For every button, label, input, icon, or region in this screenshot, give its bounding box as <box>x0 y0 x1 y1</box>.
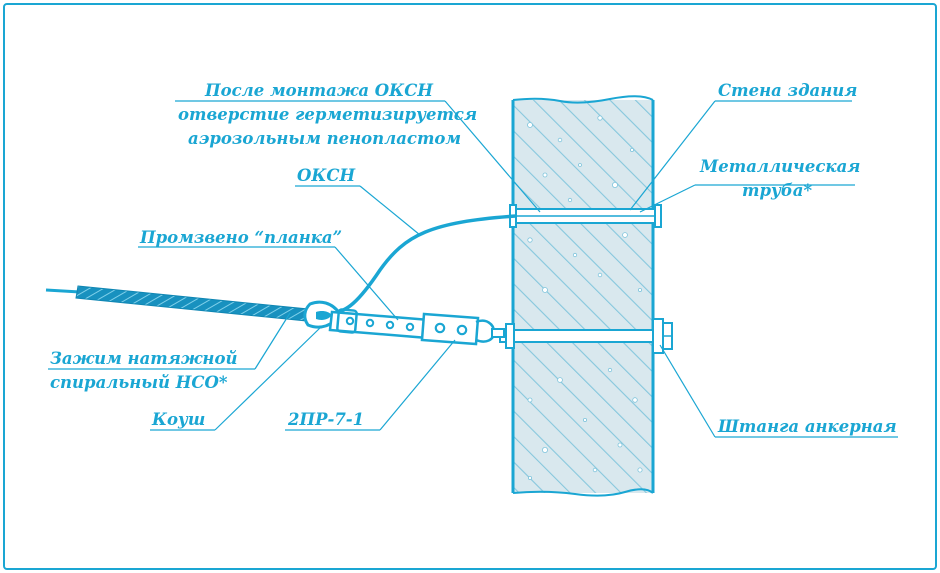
label-pipe-line-1: Металлическая <box>699 157 860 176</box>
label-oksn: ОКСН <box>297 166 357 185</box>
note-line-2: отверстие герметизируется <box>178 105 477 124</box>
link-plate <box>328 308 432 340</box>
label-2pr-7-1: 2ПР-7-1 <box>287 410 364 429</box>
label-pipe-line-2: труба* <box>742 181 812 200</box>
anchor-rod <box>499 318 673 354</box>
oksn-cable <box>329 214 517 315</box>
leader-lines <box>48 100 898 438</box>
label-clamp-line-2: спиральный НСО* <box>50 373 228 392</box>
label-anchor-rod: Штанга анкерная <box>717 417 897 436</box>
metal-pipe <box>509 204 662 228</box>
label-clamp-line-1: Зажим натяжной <box>50 349 237 368</box>
spiral-clamp <box>45 285 319 323</box>
note-line-1: После монтажа ОКСН <box>204 81 434 100</box>
building-wall <box>511 95 655 497</box>
label-wall: Стена здания <box>718 81 857 100</box>
outer-frame <box>3 3 937 570</box>
label-promzveno: Промзвено “планка” <box>139 228 342 247</box>
link-2pr <box>420 312 505 346</box>
note-line-3: аэрозольным пенопластом <box>188 129 461 148</box>
label-koush: Коуш <box>151 410 205 429</box>
